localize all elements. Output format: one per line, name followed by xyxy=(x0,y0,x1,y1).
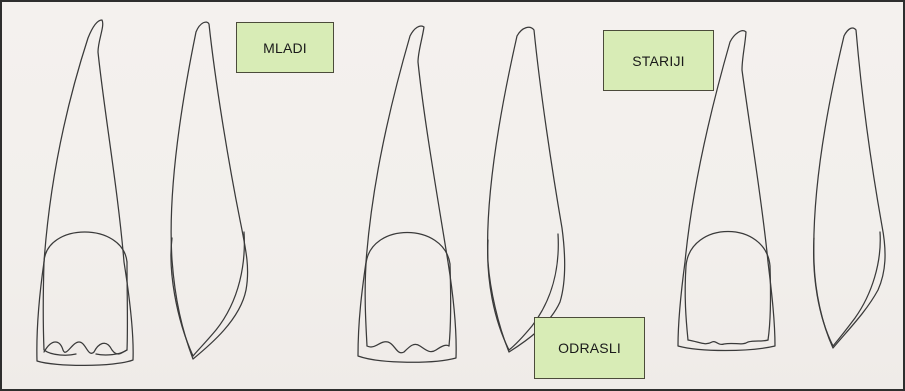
tooth-young-labial-inner-right xyxy=(96,262,127,355)
tooth-young-labial-mamelons xyxy=(44,342,127,354)
tooth-older-proximal-pulp-left xyxy=(814,238,833,346)
tooth-young-labial-inner xyxy=(43,262,76,355)
tooth-young-labial-crown-arc xyxy=(44,232,127,262)
tooth-older-labial-incisal xyxy=(688,340,768,344)
tooth-adult-proximal-outline xyxy=(488,27,565,352)
tooth-young-labial xyxy=(37,20,133,365)
tooth-adult-proximal-pulp-left xyxy=(488,240,509,350)
tooth-young-proximal-pulp-right xyxy=(193,232,244,356)
label-mladi-text: MLADI xyxy=(263,40,307,56)
label-stariji: STARIJI xyxy=(603,30,714,91)
tooth-young-labial-outline xyxy=(37,20,133,365)
tooth-older-proximal-outline xyxy=(814,28,885,348)
tooth-adult-labial xyxy=(358,26,456,362)
tooth-adult-labial-crown-arc xyxy=(366,233,450,265)
label-odrasli-text: ODRASLI xyxy=(558,340,621,356)
tooth-older-proximal xyxy=(814,28,885,348)
label-stariji-text: STARIJI xyxy=(632,53,684,69)
label-odrasli: ODRASLI xyxy=(534,317,645,379)
tooth-older-labial-crown-arc xyxy=(686,232,770,267)
tooth-group-mladi xyxy=(37,20,248,365)
tooth-young-proximal-pulp-left xyxy=(171,238,193,356)
tooth-adult-proximal xyxy=(488,27,565,352)
tooth-group-odrasli xyxy=(358,26,565,362)
label-mladi: MLADI xyxy=(236,22,334,73)
tooth-adult-labial-outline xyxy=(358,26,456,362)
tooth-older-labial-inner xyxy=(685,266,688,340)
tooth-older-proximal-pulp-right xyxy=(833,232,880,346)
tooth-adult-labial-inner xyxy=(365,264,367,346)
tooth-adult-labial-mamelons xyxy=(367,342,449,353)
tooth-adult-labial-inner-right xyxy=(449,264,451,346)
